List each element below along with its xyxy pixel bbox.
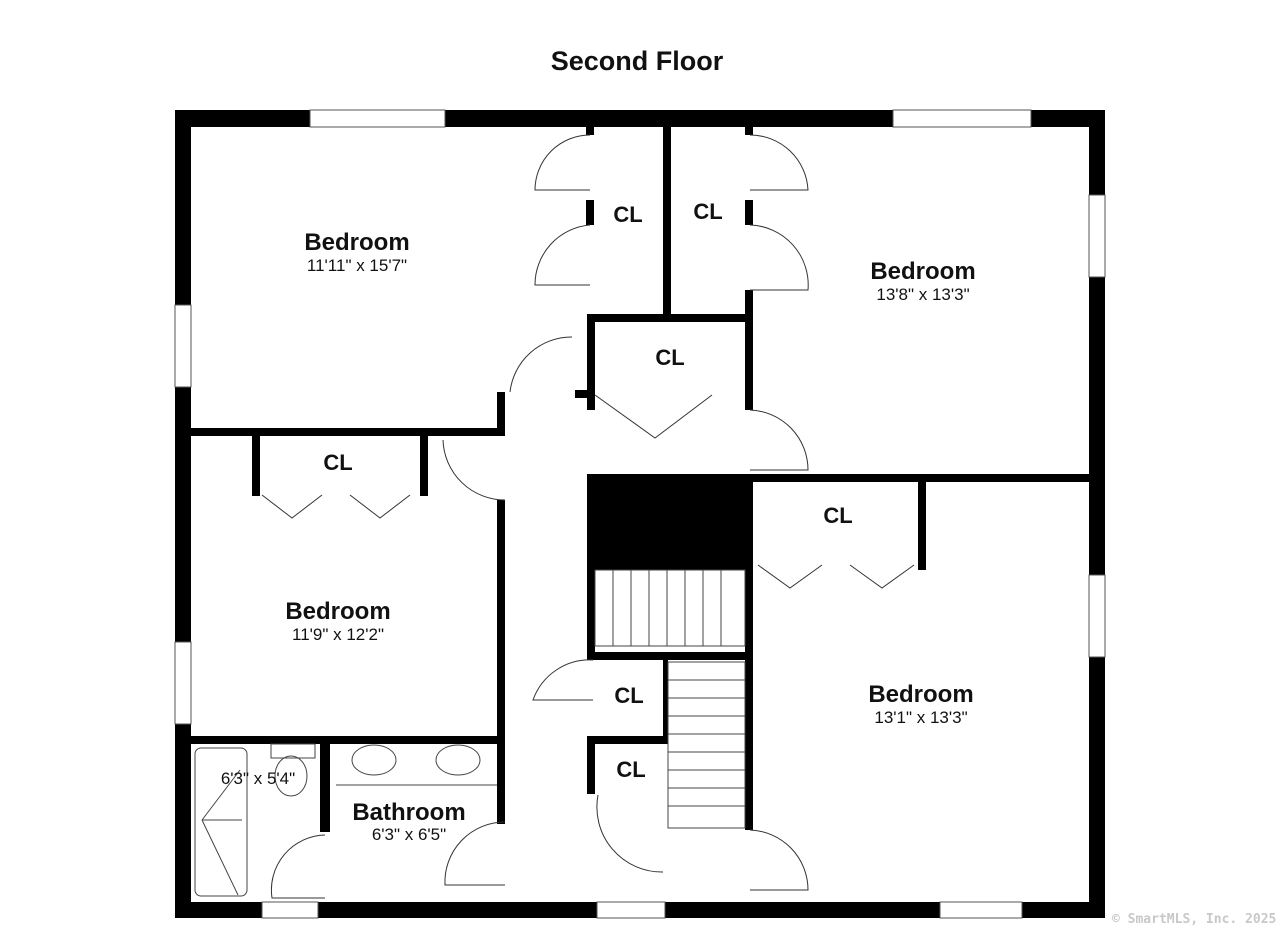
room-dims: 11'11" x 15'7" — [307, 256, 407, 275]
sink — [435, 744, 481, 776]
plan-title: Second Floor — [551, 46, 724, 76]
closet-label: CL — [655, 345, 684, 370]
closet-label: CL — [613, 202, 642, 227]
toilet-tank — [270, 743, 316, 759]
watermark: © SmartMLS, Inc. 2025 — [1112, 912, 1276, 927]
bathtub — [194, 747, 248, 897]
room-dims: 13'1" x 13'3" — [874, 708, 967, 727]
stairs — [594, 569, 746, 829]
room-name: Bedroom — [285, 598, 390, 625]
room-name: Bedroom — [868, 681, 973, 708]
closet-label: CL — [616, 757, 645, 782]
closet-label: CL — [693, 199, 722, 224]
bathroom-fixtures — [194, 743, 497, 897]
sink — [351, 744, 397, 776]
doors — [261, 134, 915, 899]
room-name: Bedroom — [870, 258, 975, 285]
room-name: Bathroom — [352, 799, 465, 826]
room-labels: Bedroom 11'11" x 15'7" Bedroom 13'8" x 1… — [221, 229, 976, 844]
windows — [174, 109, 1106, 919]
closet-labels: CL CL CL CL CL CL CL — [323, 199, 852, 782]
closet-label: CL — [323, 450, 352, 475]
room-dims: 11'9" x 12'2" — [292, 625, 384, 644]
closet-label: CL — [614, 683, 643, 708]
bath-sub-dims: 6'3" x 5'4" — [221, 769, 295, 788]
toilet — [274, 755, 308, 797]
room-name: Bedroom — [304, 229, 409, 256]
room-dims: 6'3" x 6'5" — [372, 825, 446, 844]
closet-label: CL — [823, 503, 852, 528]
room-dims: 13'8" x 13'3" — [876, 285, 969, 304]
